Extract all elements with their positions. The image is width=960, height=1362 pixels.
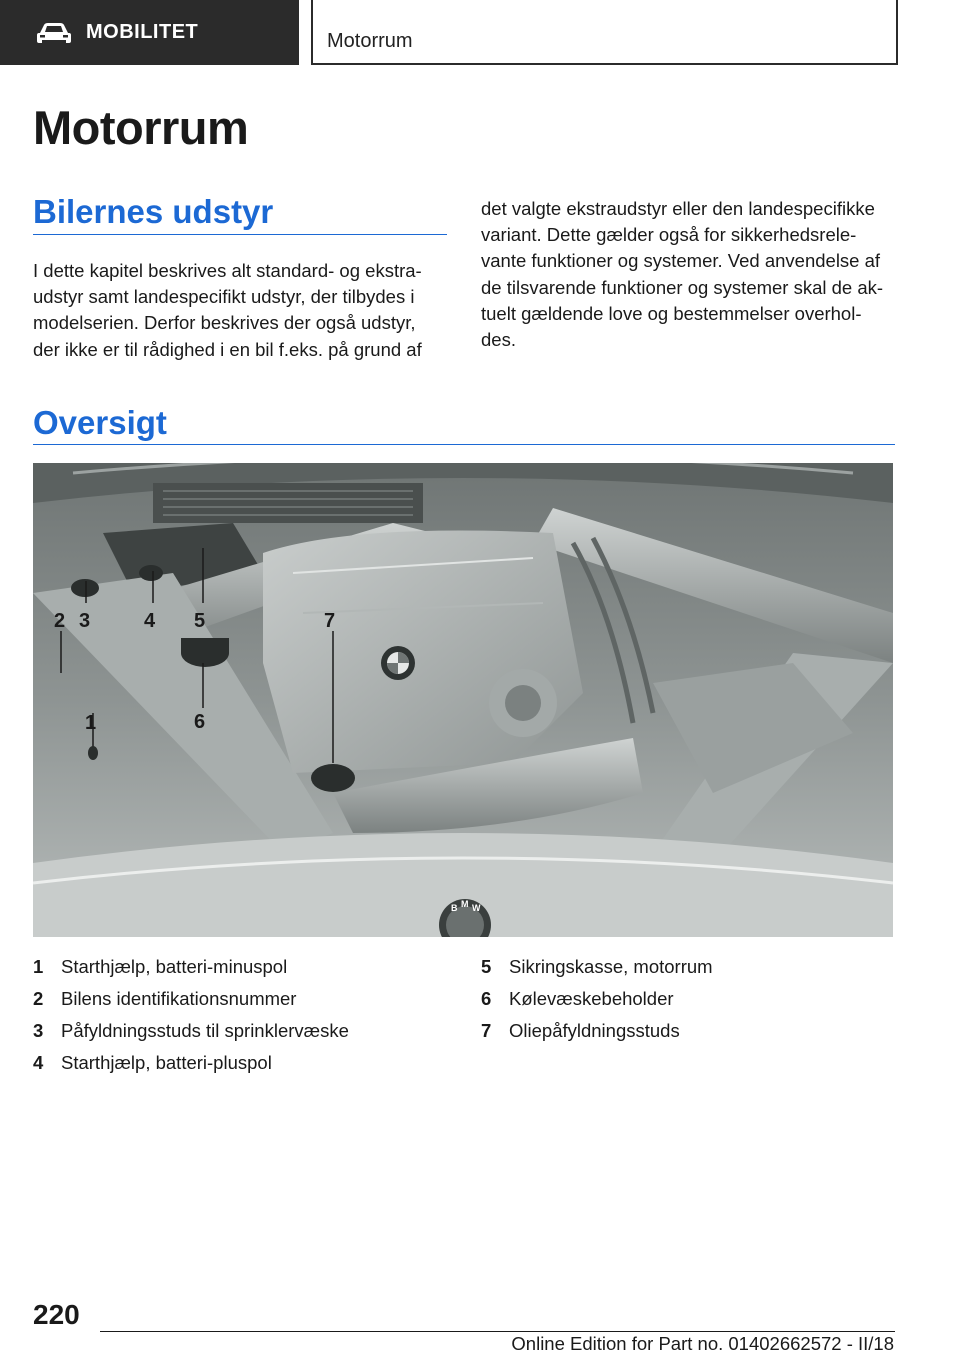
car-icon: [37, 22, 71, 43]
badge-letter: B: [451, 903, 458, 913]
legend-number: 7: [481, 1020, 492, 1041]
legend-number: 1: [33, 956, 44, 977]
section-heading-equipment: Bilernes udstyr: [33, 193, 274, 230]
legend-number: 2: [33, 988, 44, 1009]
legend-number: 4: [33, 1052, 44, 1073]
section-label: MOBILITET: [86, 21, 199, 43]
footer-rule: [100, 1331, 895, 1332]
callout-label: 2: [54, 610, 65, 632]
legend-item: 4 Starthjælp, batteri-pluspol: [33, 1047, 349, 1079]
legend-text: Bilens identifikationsnummer: [61, 988, 297, 1009]
legend-item: 3 Påfyldningsstuds til sprinklervæske: [33, 1015, 349, 1047]
page-title: Motorrum: [33, 101, 249, 154]
intro-paragraph-col1: I dette kapitel beskrives alt standard- …: [33, 260, 422, 360]
legend-right: 5 Sikringskasse, motorrum 6 Kølevæskebeh…: [481, 951, 713, 1047]
legend-text: Starthjælp, batteri-pluspol: [61, 1052, 272, 1073]
legend-text: Påfyldningsstuds til sprinklervæske: [61, 1020, 349, 1041]
page-number: 220: [33, 1299, 80, 1330]
callout-label: 6: [194, 711, 205, 733]
legend-number: 5: [481, 956, 492, 977]
topic-box: Motorrum: [311, 0, 898, 65]
legend-number: 6: [481, 988, 492, 1009]
callout-label: 3: [79, 610, 90, 632]
overview-rule: [33, 444, 895, 445]
intro-paragraph-col2: det valgte ekstraudstyr eller den landes…: [481, 198, 884, 351]
legend-item: 2 Bilens identifikationsnummer: [33, 983, 349, 1015]
heading-rule: [33, 234, 447, 235]
legend-text: Sikringskasse, motorrum: [509, 956, 713, 977]
legend-item: 1 Starthjælp, batteri-minuspol: [33, 951, 349, 983]
callout-label: 1: [85, 712, 96, 734]
callout-label: 7: [324, 610, 335, 632]
legend-item: 6 Kølevæskebeholder: [481, 983, 713, 1015]
legend-text: Oliepåfyldningsstuds: [509, 1020, 680, 1041]
legend-item: 7 Oliepåfyldningsstuds: [481, 1015, 713, 1047]
footer-edition: Online Edition for Part no. 01402662572 …: [511, 1333, 894, 1354]
legend-text: Kølevæskebeholder: [509, 988, 674, 1009]
section-tab[interactable]: MOBILITET: [0, 0, 299, 65]
legend-item: 5 Sikringskasse, motorrum: [481, 951, 713, 983]
section-heading-overview: Oversigt: [33, 404, 167, 441]
badge-letter: M: [461, 899, 469, 909]
legend-number: 3: [33, 1020, 44, 1041]
legend-text: Starthjælp, batteri-minuspol: [61, 956, 288, 977]
callout-label: 4: [144, 610, 156, 632]
topic-title: Motorrum: [327, 30, 413, 52]
badge-letter: W: [472, 903, 481, 913]
callout-label: 5: [194, 610, 205, 632]
engine-bay-illustration: B M W 1 2 3 4 5 6 7: [33, 463, 893, 937]
legend-left: 1 Starthjælp, batteri-minuspol 2 Bilens …: [33, 951, 349, 1079]
